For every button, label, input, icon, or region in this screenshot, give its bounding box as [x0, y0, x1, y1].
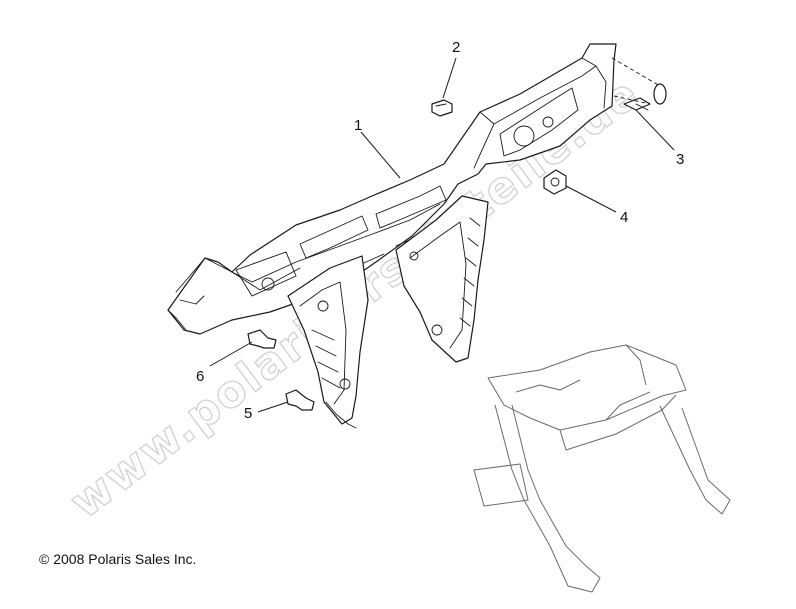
- left-leg-drawing: [287, 255, 369, 429]
- bolt-2-drawing: [431, 99, 453, 117]
- ghost-frame-drawing: [473, 344, 731, 593]
- rivet-6-drawing: [247, 329, 277, 349]
- rivet-5-drawing: [285, 389, 315, 411]
- leader-lines: [209, 57, 675, 413]
- callout-1: 1: [354, 117, 362, 134]
- callout-6: 6: [196, 368, 204, 385]
- screw-3-drawing: [611, 57, 667, 111]
- nut-4-drawing: [543, 169, 567, 195]
- callout-3: 3: [676, 151, 684, 168]
- callout-2: 2: [452, 39, 460, 56]
- callout-4: 4: [620, 209, 628, 226]
- callout-5: 5: [244, 405, 252, 422]
- right-leg-drawing: [395, 195, 489, 363]
- copyright-text: © 2008 Polaris Sales Inc.: [39, 551, 197, 567]
